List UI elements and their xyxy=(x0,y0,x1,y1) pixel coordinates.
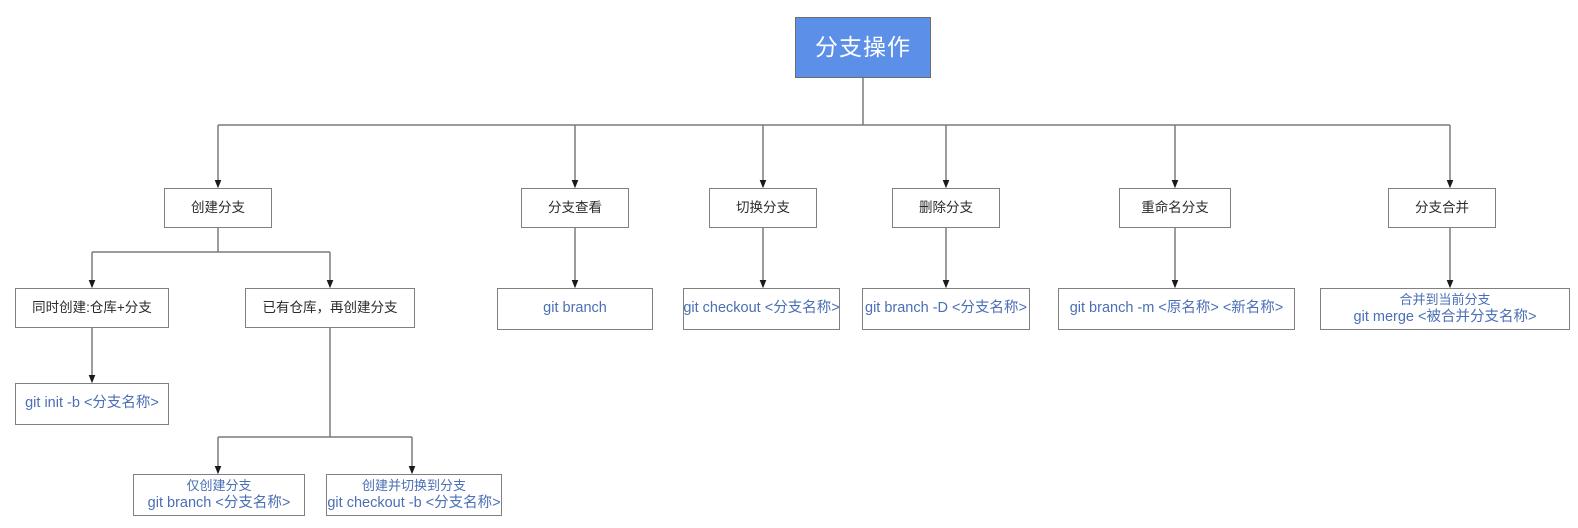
category-node-create[interactable]: 创建分支 xyxy=(164,188,272,228)
root-node-label: 分支操作 xyxy=(815,34,911,61)
command-text: git checkout <分支名称> xyxy=(683,300,840,317)
command-node-git-branch-delete[interactable]: git branch -D <分支名称> xyxy=(862,288,1030,330)
command-node-git-checkout[interactable]: git checkout <分支名称> xyxy=(683,288,840,330)
command-text: git checkout -b <分支名称> xyxy=(327,495,501,512)
command-text: git init -b <分支名称> xyxy=(25,395,159,412)
command-text: git branch <分支名称> xyxy=(147,495,291,512)
condition-node-existing-repo[interactable]: 已有仓库，再创建分支 xyxy=(245,288,415,328)
command-node-git-branch-only[interactable]: 仅创建分支 git branch <分支名称> xyxy=(133,474,305,516)
category-node-list[interactable]: 分支查看 xyxy=(521,188,629,228)
category-node-rename[interactable]: 重命名分支 xyxy=(1119,188,1231,228)
command-text: git branch xyxy=(543,300,607,317)
command-title: 仅创建分支 xyxy=(186,477,252,493)
command-node-git-branch[interactable]: git branch xyxy=(497,288,653,330)
command-text: git branch -m <原名称> <新名称> xyxy=(1069,300,1284,317)
category-label: 重命名分支 xyxy=(1141,199,1209,215)
category-node-switch[interactable]: 切换分支 xyxy=(709,188,817,228)
command-node-git-checkout-b[interactable]: 创建并切换到分支 git checkout -b <分支名称> xyxy=(326,474,502,516)
root-node[interactable]: 分支操作 xyxy=(795,17,931,78)
command-title: 合并到当前分支 xyxy=(1399,291,1491,307)
category-label: 切换分支 xyxy=(736,199,790,215)
command-node-git-merge[interactable]: 合并到当前分支 git merge <被合并分支名称> xyxy=(1320,288,1570,330)
category-label: 创建分支 xyxy=(191,199,245,215)
command-text: git merge <被合并分支名称> xyxy=(1353,309,1537,326)
category-node-merge[interactable]: 分支合并 xyxy=(1388,188,1496,228)
command-node-git-init[interactable]: git init -b <分支名称> xyxy=(15,383,169,425)
category-label: 分支合并 xyxy=(1415,199,1469,215)
condition-node-new-repo[interactable]: 同时创建:仓库+分支 xyxy=(15,288,169,328)
category-label: 删除分支 xyxy=(919,199,973,215)
category-label: 分支查看 xyxy=(548,199,602,215)
command-title: 创建并切换到分支 xyxy=(361,477,466,493)
command-node-git-branch-rename[interactable]: git branch -m <原名称> <新名称> xyxy=(1058,288,1295,330)
condition-label: 同时创建:仓库+分支 xyxy=(32,299,152,315)
category-node-delete[interactable]: 删除分支 xyxy=(892,188,1000,228)
condition-label: 已有仓库，再创建分支 xyxy=(262,299,398,315)
command-text: git branch -D <分支名称> xyxy=(865,300,1027,317)
